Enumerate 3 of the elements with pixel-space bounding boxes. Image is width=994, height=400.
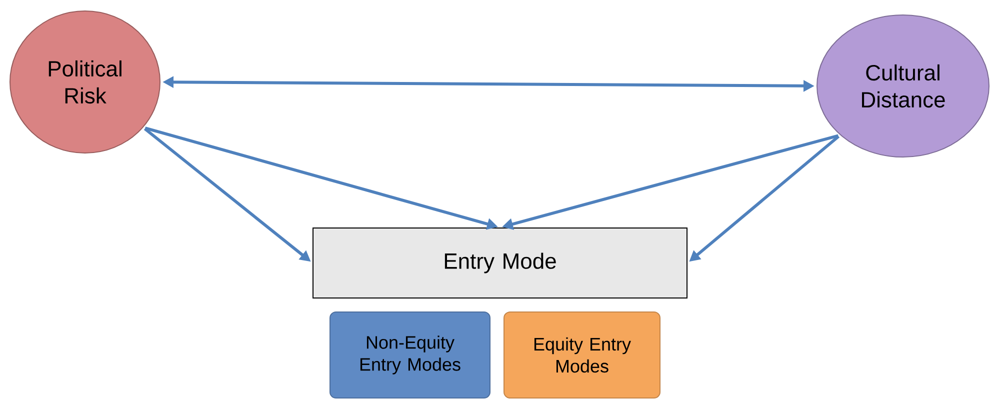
mode-type-box: Non-Equity Entry Modes [330, 312, 490, 398]
mode-box: Entry Mode [312, 228, 688, 298]
mode-type-box: Equity Entry Modes [504, 312, 660, 398]
